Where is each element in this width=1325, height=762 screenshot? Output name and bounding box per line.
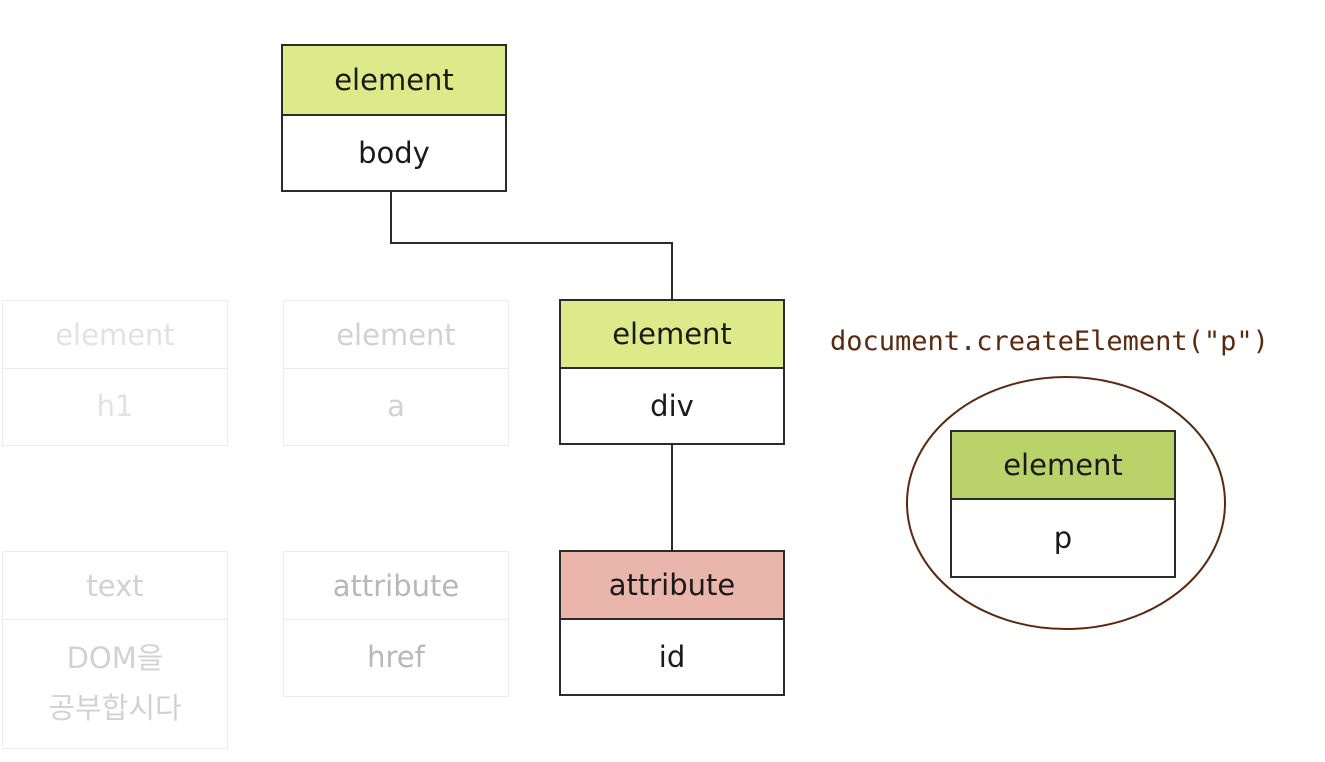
create-element-code: document.createElement("p")	[830, 326, 1269, 357]
node-a-faded: element a	[283, 300, 509, 446]
node-type-label: element	[284, 301, 508, 369]
node-type-label: element	[561, 301, 783, 369]
node-type-label: attribute	[561, 552, 783, 620]
node-body: element body	[281, 44, 507, 192]
node-name-label: body	[358, 136, 430, 170]
node-name-label: DOM을 공부합시다	[3, 620, 227, 746]
node-name-label: a	[387, 389, 405, 423]
node-name-label: div	[650, 389, 694, 423]
node-type-label: text	[3, 552, 227, 620]
node-name-label: p	[1053, 521, 1073, 555]
node-type-label: element	[3, 301, 227, 369]
node-id-attribute: attribute id	[559, 550, 785, 696]
node-h1-faded: element h1	[2, 300, 228, 446]
node-href-faded: attribute href	[283, 551, 509, 697]
node-text-faded: text DOM을 공부합시다	[2, 551, 228, 749]
edge-body-div	[390, 192, 673, 300]
node-name-label: h1	[96, 389, 134, 423]
node-type-label: element	[283, 46, 505, 116]
node-name-line2: 공부합시다	[48, 691, 182, 725]
node-type-label: element	[952, 432, 1174, 500]
new-node-circle	[906, 376, 1226, 630]
node-div: element div	[559, 299, 785, 445]
node-name-line1: DOM을	[66, 641, 164, 675]
node-name-label: id	[658, 640, 686, 674]
node-type-label: attribute	[284, 552, 508, 620]
node-name-label: href	[367, 640, 425, 674]
node-p-new: element p	[950, 430, 1176, 578]
